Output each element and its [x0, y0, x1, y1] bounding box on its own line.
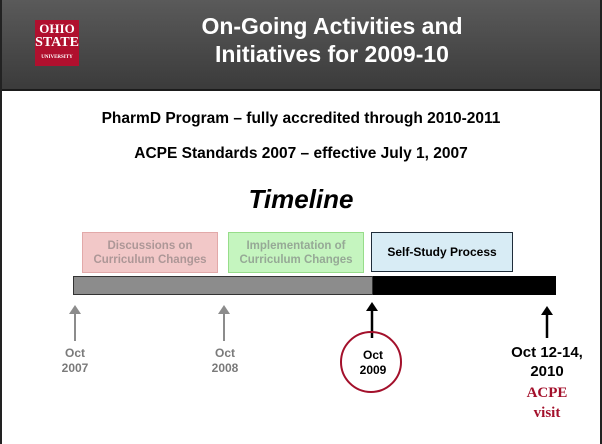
visit-label: visit [533, 405, 561, 421]
milestone-month: Oct [64, 346, 85, 360]
milestone-oct-2007: Oct 2007 [50, 346, 100, 376]
milestone-year: 2008 [211, 361, 239, 375]
arrow-up-icon [541, 306, 553, 338]
phase-discussions: Discussions on Curriculum Changes [82, 232, 218, 273]
slide-title-line1: On-Going Activities and [201, 13, 463, 39]
logo-line-state: STATE [35, 35, 79, 50]
timeline-bar-future [373, 276, 556, 295]
phase-self-study: Self-Study Process [371, 232, 513, 272]
milestone-oct-2010: Oct 12-14, 2010 [492, 343, 602, 381]
milestone-month: Oct [362, 348, 383, 362]
ohio-state-logo: OHIO STATE UNIVERSITY [35, 20, 79, 66]
phase-implementation-line2: Curriculum Changes [239, 253, 353, 266]
milestone-year: 2010 [530, 363, 564, 380]
milestone-month: Oct [214, 346, 235, 360]
arrow-up-icon [218, 305, 230, 341]
milestone-oct-2008: Oct 2008 [200, 346, 250, 376]
accreditation-text: PharmD Program – fully accredited throug… [101, 110, 501, 127]
milestone-year: 2009 [359, 363, 387, 377]
milestone-year: 2007 [61, 361, 89, 375]
acpe-label: ACPE [526, 385, 568, 401]
acpe-visit-label: ACPE visit [514, 383, 580, 423]
milestone-oct-2009: Oct 2009 [346, 348, 400, 378]
phase-discussions-line2: Curriculum Changes [93, 253, 207, 266]
slide-title: On-Going Activities and Initiatives for … [102, 12, 562, 68]
logo-line-university: UNIVERSITY [41, 55, 73, 60]
phase-implementation-line1: Implementation of [246, 239, 346, 252]
timeline-title: Timeline [248, 184, 354, 214]
slide-title-line2: Initiatives for 2009-10 [215, 41, 449, 67]
slide-header: OHIO STATE UNIVERSITY On-Going Activitie… [2, 0, 600, 91]
arrow-up-icon [69, 305, 81, 341]
timeline-bar-past [73, 276, 373, 295]
phase-self-study-label: Self-Study Process [387, 245, 497, 259]
standards-text: ACPE Standards 2007 – effective July 1, … [134, 145, 468, 162]
milestone-dates: Oct 12-14, [511, 344, 583, 361]
current-milestone-circle [340, 331, 402, 393]
phase-discussions-line1: Discussions on [107, 239, 193, 252]
logo-line-ohio: OHIO [39, 21, 75, 36]
phase-implementation: Implementation of Curriculum Changes [228, 232, 364, 273]
